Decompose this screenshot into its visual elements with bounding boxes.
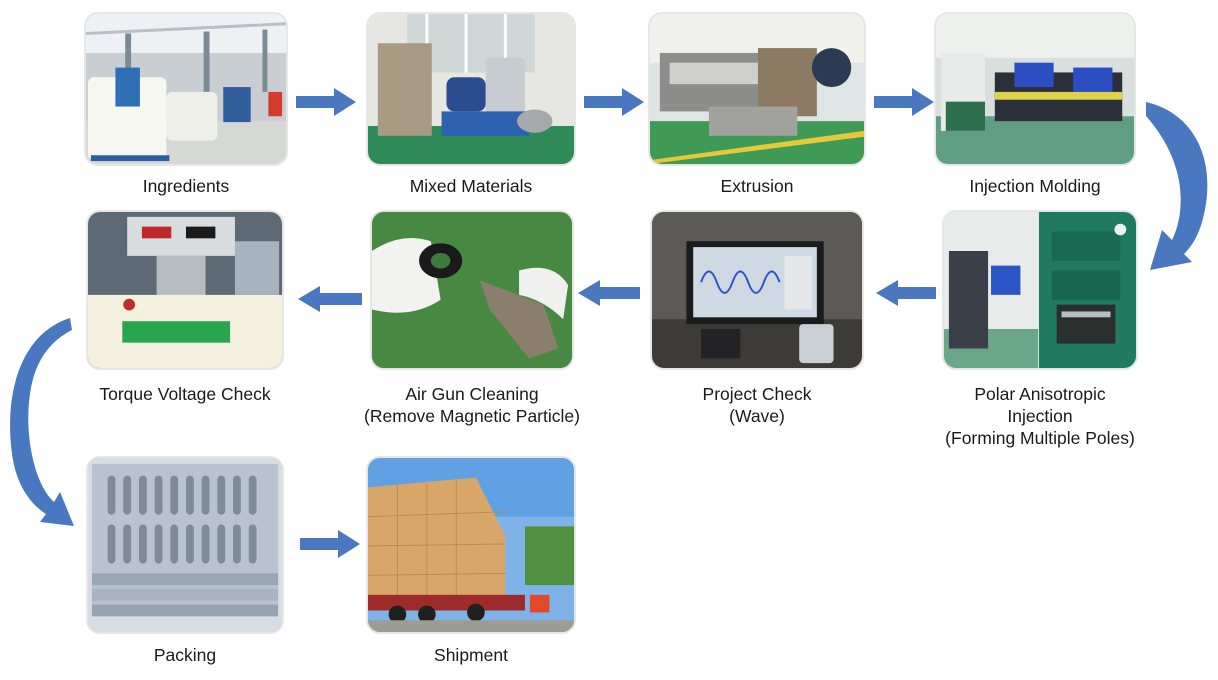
down-curved-arrow-icon	[1140, 96, 1218, 280]
extrusion-photo	[648, 12, 866, 166]
right-arrow-icon	[300, 530, 360, 558]
ingredients-photo	[84, 12, 288, 166]
label-line: Air Gun Cleaning	[405, 384, 539, 404]
left-arrow-icon	[578, 280, 640, 306]
label-line: (Wave)	[729, 406, 785, 426]
step-label: Polar Anisotropic Injection (Forming Mul…	[900, 383, 1180, 449]
mixed-materials-photo	[366, 12, 576, 166]
label-line: Injection	[1007, 406, 1073, 426]
right-arrow-icon	[296, 88, 356, 116]
label-line: Mixed Materials	[409, 176, 533, 196]
step-label: Ingredients	[84, 175, 288, 197]
label-line: Torque Voltage Check	[99, 384, 271, 404]
air-gun-cleaning-photo	[370, 210, 574, 370]
step-label: Torque Voltage Check	[66, 383, 304, 405]
polar-injection-photo	[942, 210, 1138, 370]
label-line: (Forming Multiple Poles)	[945, 428, 1135, 448]
step-label: Air Gun Cleaning (Remove Magnetic Partic…	[322, 383, 622, 427]
shipment-photo	[366, 456, 576, 634]
label-line: Polar Anisotropic	[974, 384, 1106, 404]
step-label: Extrusion	[648, 175, 866, 197]
label-line: Extrusion	[720, 176, 794, 196]
torque-voltage-check-photo	[86, 210, 284, 370]
left-arrow-icon	[298, 286, 362, 312]
left-arrow-icon	[876, 280, 936, 306]
packing-photo	[86, 456, 284, 634]
label-line: Project Check	[702, 384, 812, 404]
label-line: Injection Molding	[969, 176, 1101, 196]
right-arrow-icon	[584, 88, 644, 116]
injection-molding-photo	[934, 12, 1136, 166]
step-label: Packing	[86, 644, 284, 666]
step-label: Shipment	[366, 644, 576, 666]
right-arrow-icon	[874, 88, 934, 116]
label-line: Packing	[153, 645, 217, 665]
project-check-photo	[650, 210, 864, 370]
step-label: Project Check (Wave)	[650, 383, 864, 427]
label-line: Ingredients	[142, 176, 230, 196]
down-curved-arrow-icon	[0, 314, 76, 534]
label-line: (Remove Magnetic Particle)	[364, 406, 580, 426]
step-label: Injection Molding	[934, 175, 1136, 197]
label-line: Shipment	[434, 645, 508, 665]
step-label: Mixed Materials	[366, 175, 576, 197]
